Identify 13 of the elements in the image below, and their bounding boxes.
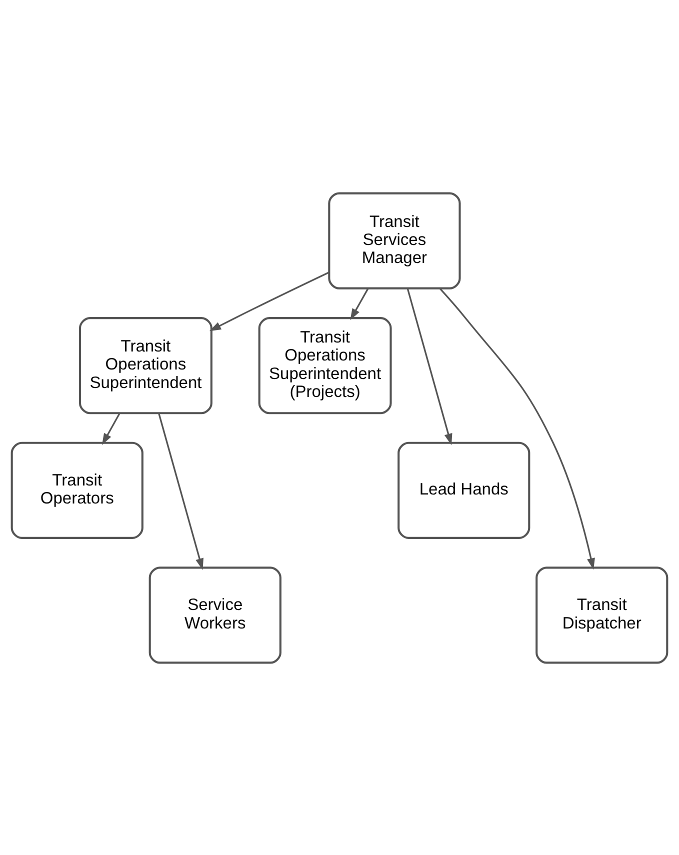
arrow — [439, 287, 595, 570]
arrow — [209, 271, 330, 331]
node-box: Transit Services Manager — [328, 192, 461, 289]
node-box: Transit Dispatcher — [536, 566, 668, 664]
arrow — [350, 288, 369, 320]
arrow — [102, 412, 120, 444]
node-box: Lead Hands — [398, 441, 530, 538]
node-box: Transit Operators — [10, 441, 144, 538]
node-box: Transit Operations Superintendent — [78, 316, 212, 414]
node-box: Transit Operations Superintendent (Projects) — [258, 316, 392, 414]
arrow — [158, 412, 204, 570]
arrow — [406, 288, 452, 445]
node-box: Service Workers — [148, 566, 282, 664]
